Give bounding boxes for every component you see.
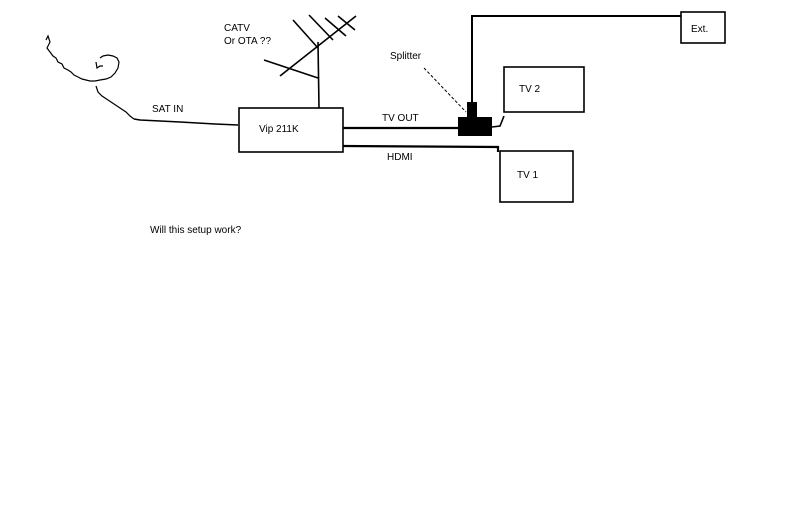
hdmi-label: HDMI bbox=[387, 152, 413, 163]
sat-in-label: SAT IN bbox=[152, 104, 183, 115]
antenna-icon bbox=[263, 14, 357, 109]
receiver-label: Vip 211K bbox=[259, 124, 299, 135]
splitter-label: Splitter bbox=[390, 51, 422, 62]
sat-in-cable bbox=[133, 118, 239, 126]
catv-label-line1: CATV bbox=[224, 23, 250, 34]
ext-label: Ext. bbox=[691, 24, 708, 35]
tv2-label: TV 2 bbox=[519, 84, 541, 95]
hdmi-cable bbox=[342, 144, 500, 152]
catv-label-line2: Or OTA ?? bbox=[224, 36, 271, 47]
satellite-dish-icon bbox=[45, 34, 135, 120]
receiver-box bbox=[238, 107, 344, 153]
tv2-box bbox=[503, 66, 585, 113]
ext-box bbox=[680, 11, 726, 44]
tv-out-label: TV OUT bbox=[382, 113, 419, 124]
question-text: Will this setup work? bbox=[150, 225, 242, 236]
tv1-label: TV 1 bbox=[517, 170, 539, 181]
tv1-box bbox=[499, 150, 574, 203]
splitter-icon bbox=[458, 102, 492, 136]
tv2-cable bbox=[491, 115, 505, 128]
splitter-pointer bbox=[423, 67, 467, 113]
ext-cable bbox=[471, 15, 681, 102]
